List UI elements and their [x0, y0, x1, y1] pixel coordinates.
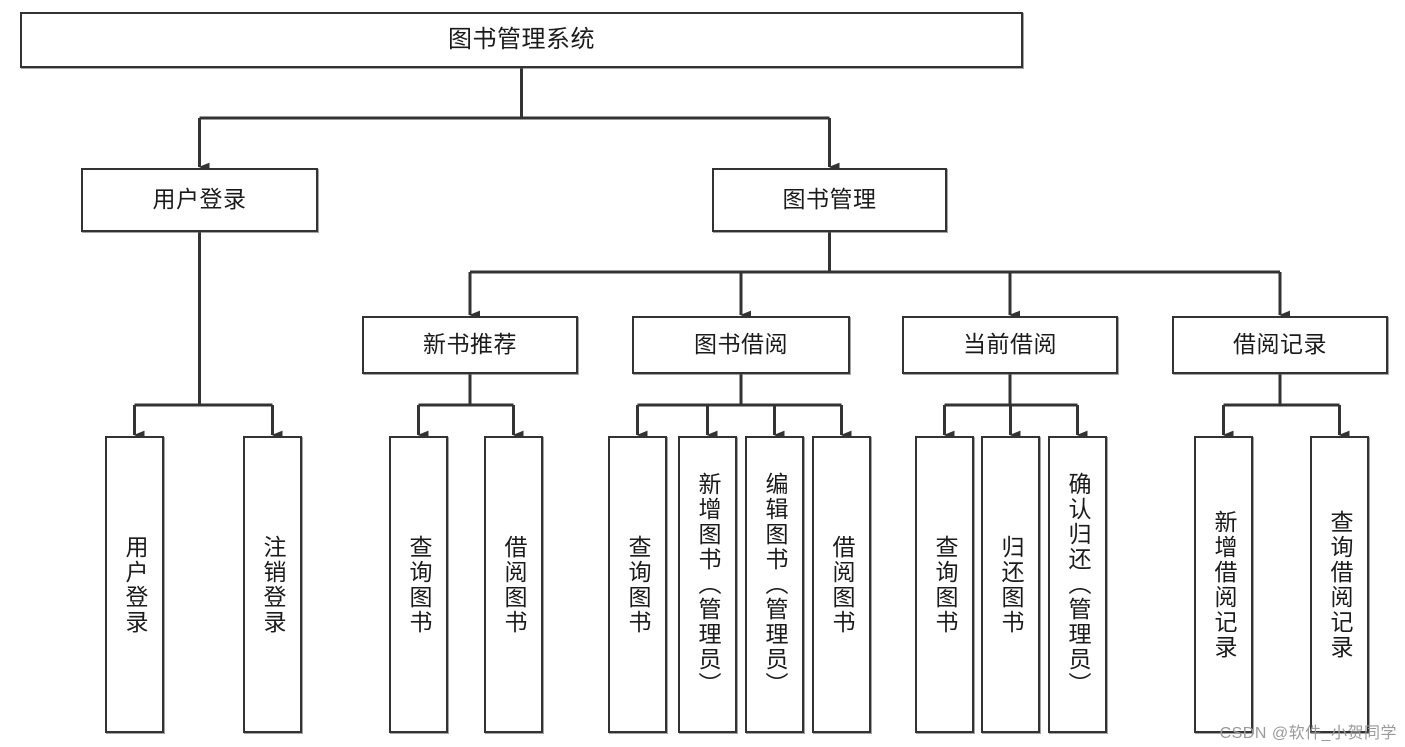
node-leaf-query-book-1: 查询图书 — [389, 436, 448, 733]
node-leaf-return-book: 归还图书 — [981, 436, 1040, 733]
node-label-leaf-add-book: 新增图书（管理员） — [695, 472, 721, 697]
node-label-borrow-record: 借阅记录 — [1233, 331, 1327, 358]
edge-layer — [133, 68, 1350, 440]
node-leaf-query-book-3: 查询图书 — [915, 436, 974, 733]
node-leaf-add-record: 新增借阅记录 — [1194, 436, 1253, 733]
node-user-login: 用户登录 — [81, 168, 318, 232]
node-leaf-query-record: 查询借阅记录 — [1310, 436, 1369, 733]
node-label-new-book-rec: 新书推荐 — [423, 331, 517, 358]
node-label-leaf-query-book-1: 查询图书 — [406, 534, 432, 635]
node-leaf-confirm-return: 确认归还（管理员） — [1048, 436, 1107, 733]
node-label-current-borrow: 当前借阅 — [963, 331, 1057, 358]
node-book-borrow: 图书借阅 — [632, 316, 850, 374]
node-leaf-logout: 注销登录 — [243, 436, 302, 733]
node-label-book-manage: 图书管理 — [782, 186, 877, 213]
node-borrow-record: 借阅记录 — [1172, 316, 1388, 374]
node-label-leaf-edit-book: 编辑图书（管理员） — [762, 472, 788, 697]
node-current-borrow: 当前借阅 — [902, 316, 1118, 374]
node-label-leaf-query-record: 查询借阅记录 — [1327, 509, 1353, 660]
node-label-leaf-borrow-book-2: 借阅图书 — [829, 534, 855, 635]
node-leaf-add-book: 新增图书（管理员） — [678, 436, 737, 733]
node-label-leaf-return-book: 归还图书 — [998, 534, 1024, 635]
node-label-user-login: 用户登录 — [152, 186, 247, 213]
node-new-book-rec: 新书推荐 — [362, 316, 578, 374]
node-label-leaf-confirm-return: 确认归还（管理员） — [1065, 472, 1091, 697]
node-label-leaf-add-record: 新增借阅记录 — [1211, 509, 1237, 660]
node-label-leaf-logout: 注销登录 — [260, 534, 286, 635]
node-label-leaf-user-login: 用户登录 — [122, 534, 148, 635]
node-label-root: 图书管理系统 — [448, 25, 595, 53]
node-root: 图书管理系统 — [20, 12, 1023, 68]
node-leaf-user-login: 用户登录 — [105, 436, 164, 733]
node-book-manage: 图书管理 — [712, 168, 947, 232]
node-leaf-borrow-book-1: 借阅图书 — [484, 436, 543, 733]
node-label-leaf-borrow-book-1: 借阅图书 — [501, 534, 527, 635]
node-label-book-borrow: 图书借阅 — [694, 331, 788, 358]
node-leaf-edit-book: 编辑图书（管理员） — [745, 436, 804, 733]
node-label-leaf-query-book-3: 查询图书 — [932, 534, 958, 635]
node-leaf-query-book-2: 查询图书 — [608, 436, 667, 733]
node-leaf-borrow-book-2: 借阅图书 — [812, 436, 871, 733]
node-label-leaf-query-book-2: 查询图书 — [625, 534, 651, 635]
